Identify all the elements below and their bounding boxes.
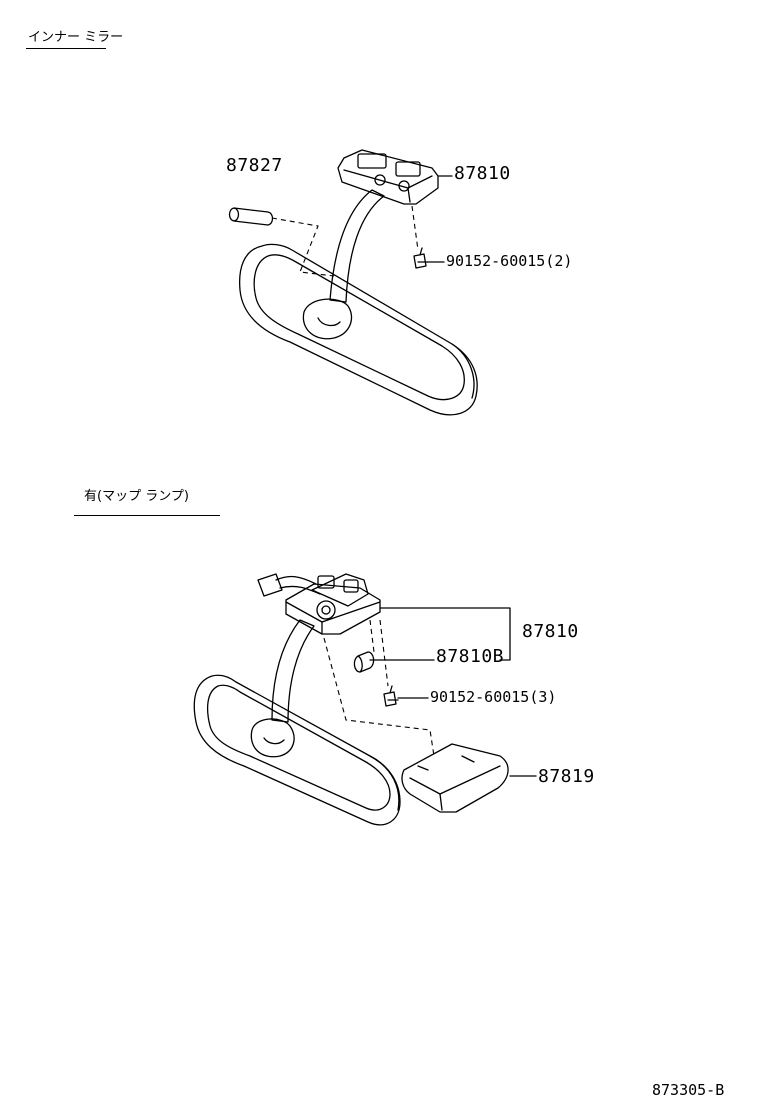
pin-87827 bbox=[228, 207, 274, 226]
part-label-87810-bottom[interactable]: 87810 bbox=[522, 621, 579, 642]
part-label-90152-60015-qty3[interactable]: 90152-60015(3) bbox=[430, 688, 557, 706]
map-lamp-mirror-body bbox=[193, 674, 401, 826]
stay-bracket bbox=[337, 149, 439, 205]
screw-90152-bottom bbox=[383, 691, 397, 707]
lamp-connector bbox=[257, 573, 283, 597]
part-label-87819[interactable]: 87819 bbox=[538, 766, 595, 787]
section-heading-with-map-lamp: 有(マップ ランプ) bbox=[84, 489, 189, 504]
mirror-stay-boss bbox=[302, 298, 353, 340]
drawing-number: 873305-B bbox=[652, 1081, 725, 1099]
section-heading-inner-mirror: インナー ミラー bbox=[28, 30, 124, 45]
map-lamp-mirror-rim bbox=[206, 684, 391, 811]
lens-cover-87819 bbox=[401, 743, 509, 813]
part-label-87810-top[interactable]: 87810 bbox=[454, 163, 511, 184]
part-label-87810B[interactable]: 87810B bbox=[436, 646, 505, 667]
mirror-stay-arm bbox=[329, 189, 385, 303]
lamp-housing-87810 bbox=[285, 583, 381, 635]
bulb-87810B bbox=[353, 651, 375, 673]
part-label-90152-60015-qty2[interactable]: 90152-60015(2) bbox=[446, 252, 573, 270]
inner-mirror-body bbox=[238, 243, 478, 416]
part-label-87827[interactable]: 87827 bbox=[226, 155, 283, 176]
heading-underline bbox=[26, 48, 106, 49]
heading-underline bbox=[74, 515, 220, 516]
map-lamp-stay-arm bbox=[271, 619, 315, 723]
inner-mirror-rim bbox=[253, 254, 465, 401]
screw-90152-top bbox=[413, 253, 427, 269]
